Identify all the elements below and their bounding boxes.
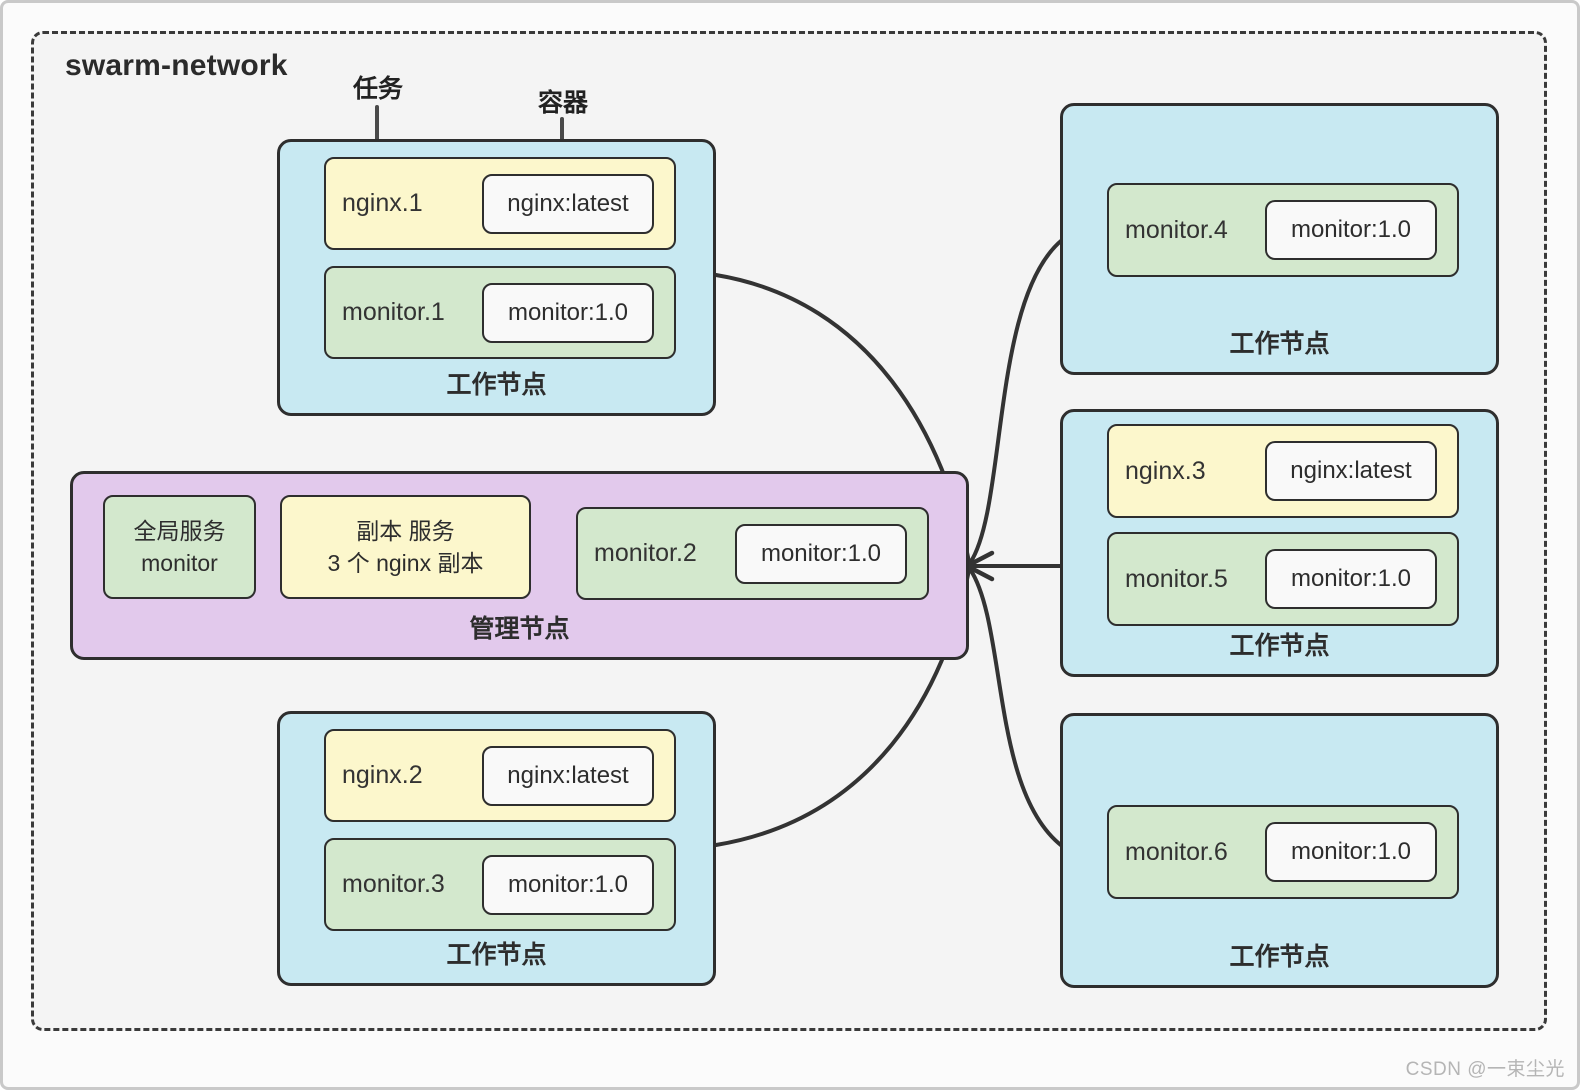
worker-node-top-left: nginx.1 nginx:latest monitor.1 monitor:1… xyxy=(277,139,716,416)
container-box: nginx:latest xyxy=(482,173,654,234)
task-name: monitor.5 xyxy=(1125,564,1228,593)
task-annotation-pointer-line xyxy=(375,105,379,155)
task-name: monitor.3 xyxy=(342,870,445,898)
task-name: monitor.4 xyxy=(1125,215,1228,244)
worker-node-bottom-left: nginx.2 nginx:latest monitor.3 monitor:1… xyxy=(277,711,716,986)
task-nginx-1: nginx.1 nginx:latest xyxy=(324,157,676,250)
container-box: monitor:1.0 xyxy=(1265,822,1437,882)
task-name: monitor.1 xyxy=(342,298,445,326)
node-label: 工作节点 xyxy=(1229,330,1330,358)
task-monitor-1: monitor.1 monitor:1.0 xyxy=(324,266,676,359)
task-name: nginx.3 xyxy=(1125,456,1206,485)
task-name: monitor.2 xyxy=(594,539,697,567)
container-box: monitor:1.0 xyxy=(1265,200,1437,260)
node-label: 工作节点 xyxy=(446,941,547,969)
node-label: 管理节点 xyxy=(469,615,570,643)
node-label: 工作节点 xyxy=(1229,943,1330,971)
replica-service-line2: 3 个 nginx 副本 xyxy=(327,550,484,576)
csdn-watermark: CSDN @一束尘光 xyxy=(1405,1059,1565,1080)
global-service-line2: monitor xyxy=(141,550,218,576)
node-label: 工作节点 xyxy=(446,371,547,399)
container-box: monitor:1.0 xyxy=(735,523,907,584)
task-name: nginx.2 xyxy=(342,761,423,789)
global-service-line1: 全局服务 xyxy=(133,517,226,544)
worker-node-top-right: monitor.4 monitor:1.0 工作节点 xyxy=(1060,103,1499,375)
container-box: monitor:1.0 xyxy=(1265,549,1437,609)
task-annotation-label: 任务 xyxy=(352,75,404,103)
task-monitor-4: monitor.4 monitor:1.0 xyxy=(1107,183,1459,277)
node-label: 工作节点 xyxy=(1229,632,1330,660)
manager-node: 全局服务 monitor 副本 服务 3 个 nginx 副本 monitor.… xyxy=(70,471,969,660)
task-monitor-3: monitor.3 monitor:1.0 xyxy=(324,838,676,931)
replica-service-box: 副本 服务 3 个 nginx 副本 xyxy=(280,495,531,599)
task-monitor-2: monitor.2 monitor:1.0 xyxy=(576,507,929,600)
task-monitor-5: monitor.5 monitor:1.0 xyxy=(1107,532,1459,626)
replica-service-line1: 副本 服务 xyxy=(356,517,455,544)
task-monitor-6: monitor.6 monitor:1.0 xyxy=(1107,805,1459,899)
worker-node-bottom-right: monitor.6 monitor:1.0 工作节点 xyxy=(1060,713,1499,988)
container-box: nginx:latest xyxy=(482,745,654,806)
task-name: monitor.6 xyxy=(1125,837,1228,866)
worker-node-middle-right: nginx.3 nginx:latest monitor.5 monitor:1… xyxy=(1060,409,1499,677)
task-nginx-3: nginx.3 nginx:latest xyxy=(1107,424,1459,518)
diagram-title: swarm-network xyxy=(65,49,288,82)
task-nginx-2: nginx.2 nginx:latest xyxy=(324,729,676,822)
container-box: monitor:1.0 xyxy=(482,282,654,343)
container-box: monitor:1.0 xyxy=(482,854,654,915)
container-box: nginx:latest xyxy=(1265,441,1437,501)
container-annotation-label: 容器 xyxy=(537,89,589,117)
task-name: nginx.1 xyxy=(342,189,423,217)
global-service-box: 全局服务 monitor xyxy=(103,495,256,599)
